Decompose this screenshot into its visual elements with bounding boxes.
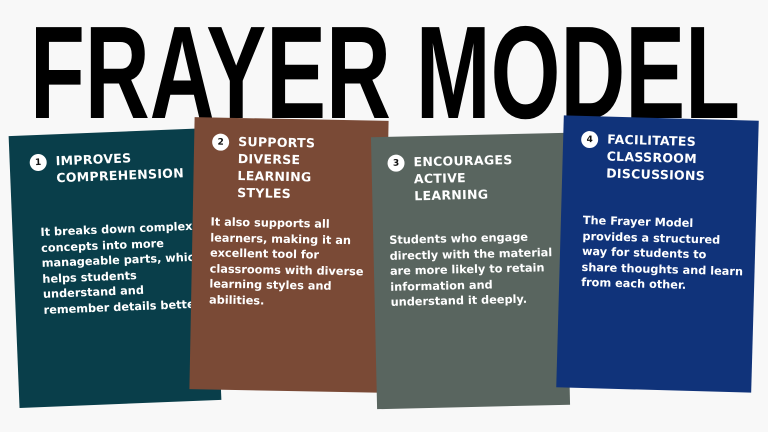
number-badge: 3: [387, 154, 405, 172]
number-badge: 4: [580, 130, 599, 149]
card-facilitates-classroom-discussions: 4 FACILITATES CLASSROOM DISCUSSIONS The F…: [556, 115, 759, 393]
page-title: FRAYER MODEL: [30, 0, 740, 130]
card-body: It breaks down complex concepts into mor…: [40, 219, 204, 317]
card-heading: ENCOURAGES ACTIVE LEARNING: [413, 152, 513, 204]
card-body: Students who engage directly with the ma…: [389, 230, 553, 309]
card-heading: IMPROVES COMPREHENSION: [55, 150, 185, 186]
card-encourages-active-learning: 3 ENCOURAGES ACTIVE LEARNING Students who…: [370, 132, 571, 410]
page-title-wrapper: FRAYER MODEL: [30, 0, 740, 130]
number-badge: 2: [211, 133, 230, 151]
card-heading: FACILITATES CLASSROOM DISCUSSIONS: [606, 131, 706, 184]
card-body: It also supports all learners, making it…: [209, 215, 364, 308]
number-badge: 1: [29, 153, 48, 172]
card-supports-diverse-learning-styles: 2 SUPPORTS DIVERSE LEARNING STYLES It als…: [189, 117, 389, 393]
card-body: The Frayer Model provides a structured w…: [580, 213, 744, 292]
card-heading: SUPPORTS DIVERSE LEARNING STYLES: [237, 134, 316, 202]
